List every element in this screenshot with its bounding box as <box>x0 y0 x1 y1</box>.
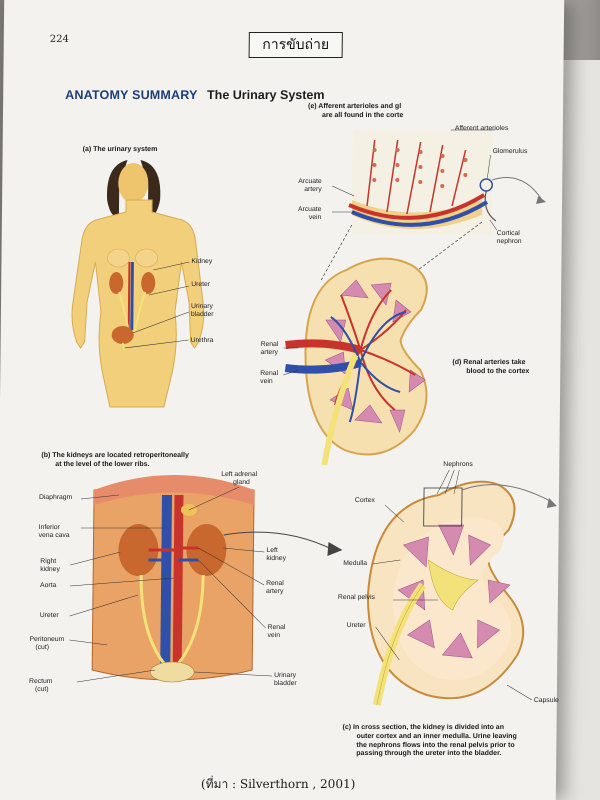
label-glomerulus: Glomerulus <box>492 148 528 155</box>
label-ureter-c: Ureter <box>346 622 366 629</box>
panel-b-caption: (b) The kidneys are located retroperiton… <box>41 452 189 468</box>
panel-a-caption: (a) The urinary system <box>82 146 158 153</box>
label-nephrons: Nephrons <box>443 461 473 468</box>
anatomy-illustrations <box>69 129 557 706</box>
abdominal-kidneys-illustration <box>69 475 343 683</box>
label-medulla: Medulla <box>343 560 368 567</box>
cortex-closeup-illustration <box>320 129 547 281</box>
label-renal-pelvis: Renal pelvis <box>337 594 375 601</box>
label-capsule: Capsule <box>533 697 559 704</box>
label-diaphragm: Diaphragm <box>38 494 73 501</box>
label-cortex: Cortex <box>354 497 376 504</box>
panel-c-caption: (c) In cross section, the kidney is divi… <box>342 724 517 758</box>
label-rectum: Rectum(cut) <box>29 678 53 694</box>
female-figure-illustration <box>71 160 205 408</box>
source-citation: (ที่มา : Silverthorn , 2001) <box>200 777 356 791</box>
kidney-arteries-illustration <box>283 257 428 466</box>
label-urethra: Urethra <box>190 337 214 344</box>
textbook-page: 224 การขับถ่าย ANATOMY SUMMARY The Urina… <box>0 0 565 800</box>
label-peritoneum: Peritoneum(cut) <box>29 636 65 652</box>
label-ureter: Ureter <box>191 281 211 288</box>
label-kidney: Kidney <box>191 258 213 265</box>
label-aorta: Aorta <box>40 582 57 589</box>
kidney-cross-section-illustration <box>366 469 557 706</box>
label-afferent-arterioles: Afferent arterioles <box>454 125 509 132</box>
label-ureter-b: Ureter <box>39 612 59 619</box>
